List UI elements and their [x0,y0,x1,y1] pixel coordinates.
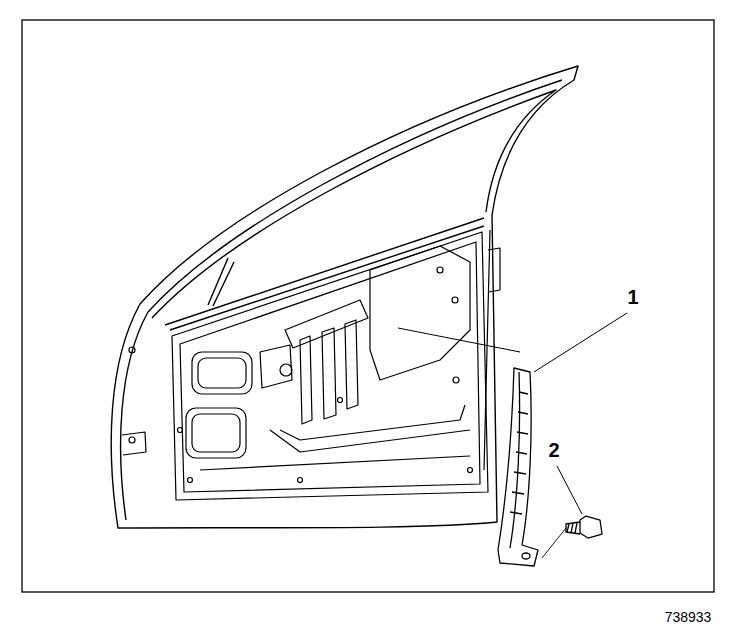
inner-panel [129,437,135,443]
inner-panel [453,377,459,383]
inner-panel [260,345,292,388]
inner-panel [322,328,336,419]
door-outline [213,262,234,306]
inner-panel [300,336,312,424]
figure-number: 738933 [665,610,712,624]
inner-panel [192,414,240,452]
inner-panel [280,364,292,376]
leader-line [398,328,520,352]
inner-panel [298,478,303,483]
bracket-part [510,372,520,548]
inner-panel [172,232,488,500]
bracket-part [498,368,538,566]
bracket-part [522,553,530,559]
inner-panel [186,408,246,458]
inner-panel [484,230,490,470]
bolt [542,516,602,558]
door-outline [165,218,484,325]
bolt [567,523,577,533]
leader-line [557,466,582,514]
door-outline [111,66,578,528]
inner-panel [129,347,135,353]
frame-border [22,20,714,592]
inner-panel [122,230,500,500]
callout-number: 1 [627,287,638,307]
inner-panel [468,468,473,473]
callout-number: 2 [548,440,559,460]
inner-panel [188,478,193,483]
bracket-part [498,368,538,566]
door-outline [121,80,562,520]
inner-panel [437,267,443,273]
inner-panel [452,297,458,303]
inner-panel [270,430,470,452]
inner-panel [198,358,246,388]
inner-panel [345,320,358,409]
door-outline [111,66,578,528]
inner-panel [192,352,252,394]
leader-line [534,313,627,372]
inner-panel [338,398,343,403]
inner-panel [178,428,183,433]
door-outline [170,226,484,330]
leader-line [398,313,627,514]
inner-panel [200,456,470,470]
inner-panel [370,246,470,380]
bolt [542,528,566,558]
inner-panel [180,242,480,492]
inner-panel [122,432,146,455]
bracket-part [510,392,528,514]
bolt [580,516,602,538]
bolt [566,522,580,534]
